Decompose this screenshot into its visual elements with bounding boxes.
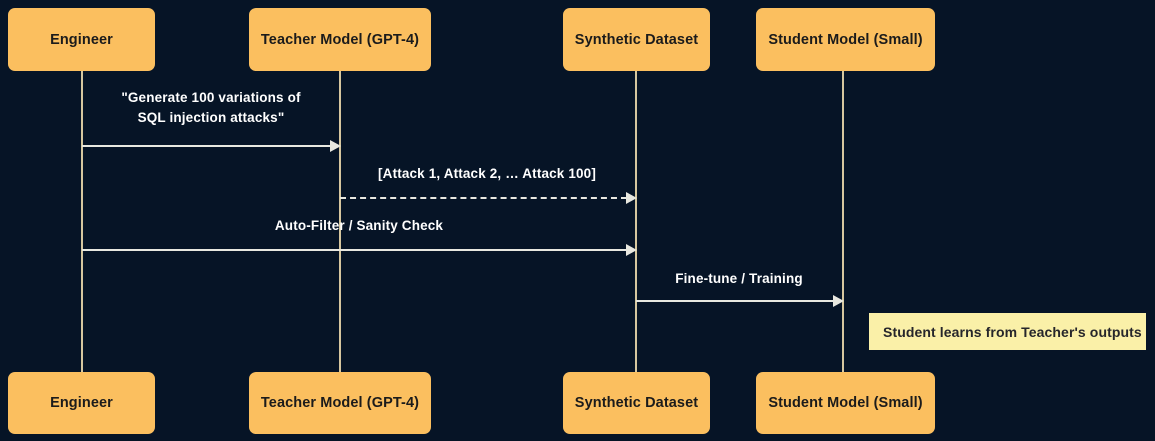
actor-label: Engineer bbox=[50, 31, 113, 48]
actor-dataset-header[interactable]: Synthetic Dataset bbox=[563, 8, 710, 71]
actor-label: Teacher Model (GPT-4) bbox=[260, 31, 420, 48]
actor-label: Student Model (Small) bbox=[768, 31, 923, 48]
message-arrowhead-m2 bbox=[626, 192, 637, 204]
actor-teacher-header[interactable]: Teacher Model (GPT-4) bbox=[249, 8, 431, 71]
actor-engineer-header[interactable]: Engineer bbox=[8, 8, 155, 71]
message-label-m4: Fine-tune / Training bbox=[675, 271, 803, 286]
message-label-m3: Auto-Filter / Sanity Check bbox=[274, 218, 444, 233]
actor-label: Synthetic Dataset bbox=[574, 31, 699, 48]
message-arrowhead-m4 bbox=[833, 295, 844, 307]
message-line-m3 bbox=[82, 249, 627, 251]
actor-label: Engineer bbox=[50, 395, 113, 411]
message-arrowhead-m1 bbox=[330, 140, 341, 152]
message-label-m1: "Generate 100 variations of SQL injectio… bbox=[121, 90, 301, 125]
lifeline-dataset bbox=[635, 71, 637, 372]
message-line-m2 bbox=[340, 197, 627, 199]
message-line-m1 bbox=[82, 145, 331, 147]
note-n1: Student learns from Teacher's outputs bbox=[869, 313, 1146, 350]
actor-student-header[interactable]: Student Model (Small) bbox=[756, 8, 935, 71]
message-line-m4 bbox=[636, 300, 834, 302]
actor-label: Teacher Model (GPT-4) bbox=[260, 395, 420, 411]
lifeline-student bbox=[842, 71, 844, 372]
actor-teacher-footer[interactable]: Teacher Model (GPT-4) bbox=[249, 372, 431, 434]
actor-dataset-footer[interactable]: Synthetic Dataset bbox=[563, 372, 710, 434]
lifeline-engineer bbox=[81, 71, 83, 372]
message-label-m2: [Attack 1, Attack 2, … Attack 100] bbox=[378, 166, 596, 181]
actor-label: Student Model (Small) bbox=[768, 395, 923, 411]
actor-label: Synthetic Dataset bbox=[574, 395, 699, 411]
actor-engineer-footer[interactable]: Engineer bbox=[8, 372, 155, 434]
note-text: Student learns from Teacher's outputs bbox=[883, 323, 1142, 340]
lifeline-teacher bbox=[339, 71, 341, 372]
message-arrowhead-m3 bbox=[626, 244, 637, 256]
actor-student-footer[interactable]: Student Model (Small) bbox=[756, 372, 935, 434]
